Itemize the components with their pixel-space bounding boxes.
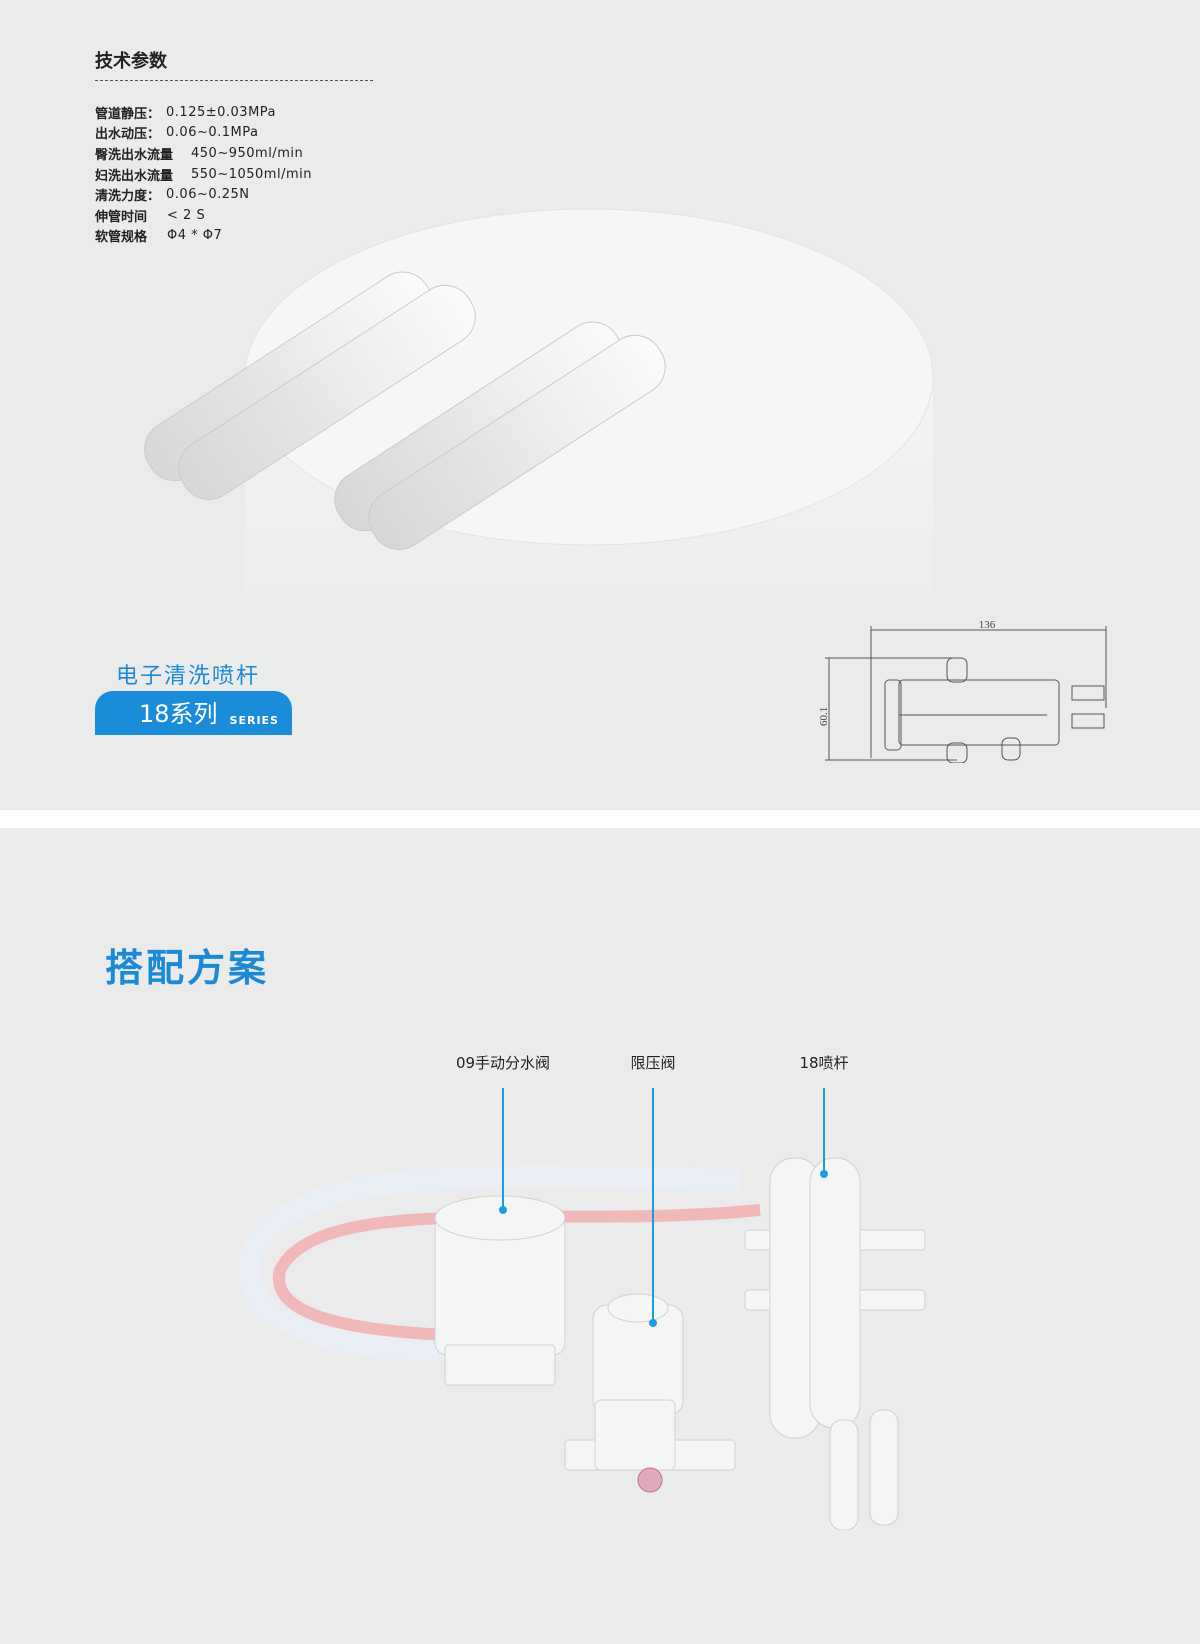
series-label: 18系列 [139,700,218,728]
spec-value: < 2 S [167,207,206,223]
label-manual-valve: 09手动分水阀 [455,1054,551,1072]
leader-dot [820,1170,828,1178]
label-pressure-valve: 限压阀 [630,1054,676,1072]
spec-value: Φ4 * Φ7 [167,228,223,244]
height-dimension: 60.1 [818,707,830,726]
spec-label: 清洗力度： [95,189,161,205]
spec-value: 0.06~0.1MPa [166,125,259,141]
series-en-label: SERIES [229,714,279,727]
spec-label: 伸管时间 [95,209,148,225]
spec-value: 0.125±0.03MPa [166,104,277,120]
product-section: 技术参数 管道静压： 0.125±0.03MPa 出水动压： 0.06~0.1MPa… [0,0,1200,810]
spec-value: 550~1050ml/min [191,166,312,182]
spec-row: 清洗力度： 0.06~0.25N [95,184,312,205]
spec-value: 450~950ml/min [191,145,304,161]
combo-section [0,828,1200,1644]
product-photo [144,208,934,637]
combo-title: 搭配方案 [105,946,270,990]
spec-value: 0.06~0.25N [166,187,250,203]
combo-photo [238,1157,926,1530]
spec-row: 伸管时间 < 2 S [95,205,312,226]
dimension-drawing: 136 60.1 [818,619,1107,763]
spec-row: 出水动压： 0.06~0.1MPa [95,123,312,144]
spec-label: 臀洗出水流量 [95,147,174,163]
leader-dot [499,1206,507,1214]
leader-dot [649,1319,657,1327]
product-name: 电子清洗喷杆 [116,664,261,689]
spec-row: 臀洗出水流量 450~950ml/min [95,143,312,164]
spec-label: 妇洗出水流量 [95,168,174,184]
divider [95,80,373,81]
specs-list: 管道静压： 0.125±0.03MPa 出水动压： 0.06~0.1MPa 臀洗出水… [95,102,312,246]
leader-line [823,1088,825,1173]
width-dimension: 136 [979,619,996,631]
leader-line [652,1088,654,1323]
series-tab: 18系列 SERIES [95,691,292,735]
spec-label: 软管规格 [95,230,148,246]
spec-row: 管道静压： 0.125±0.03MPa [95,102,312,123]
spec-label: 管道静压： [95,106,161,122]
spec-label: 出水动压： [95,127,161,143]
specs-title: 技术参数 [95,51,167,72]
spec-row: 妇洗出水流量 550~1050ml/min [95,164,312,185]
leader-line [502,1088,504,1210]
spec-row: 软管规格 Φ4 * Φ7 [95,226,312,247]
label-spray-rod: 18喷杆 [799,1054,849,1072]
